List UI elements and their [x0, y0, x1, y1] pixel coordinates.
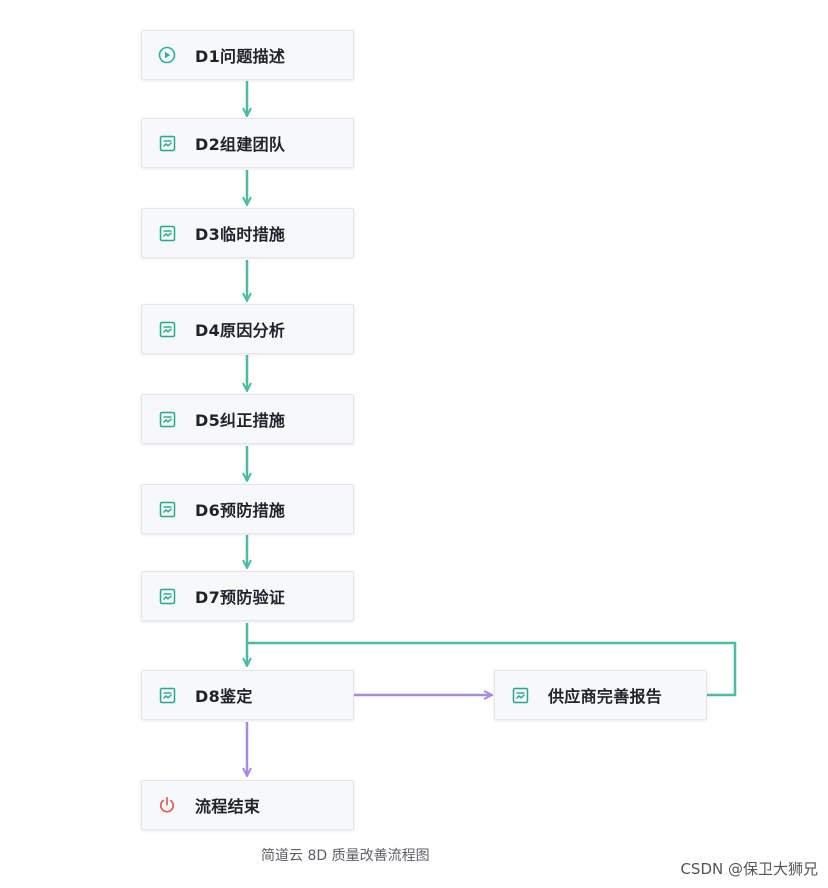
- node-label: D6预防措施: [195, 501, 286, 520]
- node-d1[interactable]: D1问题描述: [141, 30, 354, 80]
- power-icon: [157, 795, 177, 815]
- node-label: D3临时措施: [195, 225, 286, 244]
- node-d5[interactable]: D5纠正措施: [141, 394, 354, 444]
- form-icon: [157, 133, 177, 153]
- node-d7[interactable]: D7预防验证: [141, 571, 354, 621]
- node-end[interactable]: 流程结束: [141, 780, 354, 830]
- form-icon: [157, 586, 177, 606]
- form-icon: [157, 499, 177, 519]
- form-icon: [157, 223, 177, 243]
- play-circle-icon: [157, 45, 177, 65]
- form-icon: [157, 685, 177, 705]
- node-label: D7预防验证: [195, 588, 286, 607]
- watermark: CSDN @保卫大狮兄: [680, 860, 818, 878]
- form-icon: [157, 409, 177, 429]
- edge-supplier-d8: [247, 641, 737, 697]
- node-label: D2组建团队: [195, 135, 286, 154]
- node-label: D4原因分析: [195, 321, 286, 340]
- form-icon: [157, 319, 177, 339]
- node-label: D5纠正措施: [195, 411, 286, 430]
- node-d6[interactable]: D6预防措施: [141, 484, 354, 534]
- node-label: D8鉴定: [195, 687, 253, 706]
- node-d8[interactable]: D8鉴定: [141, 670, 354, 720]
- node-label: 供应商完善报告: [548, 687, 663, 706]
- node-label: 流程结束: [195, 797, 261, 816]
- node-label: D1问题描述: [195, 47, 286, 66]
- node-d3[interactable]: D3临时措施: [141, 208, 354, 258]
- form-icon: [510, 685, 530, 705]
- node-d4[interactable]: D4原因分析: [141, 304, 354, 354]
- node-supplier-report[interactable]: 供应商完善报告: [494, 670, 707, 720]
- figure-caption: 简道云 8D 质量改善流程图: [261, 848, 430, 864]
- node-d2[interactable]: D2组建团队: [141, 118, 354, 168]
